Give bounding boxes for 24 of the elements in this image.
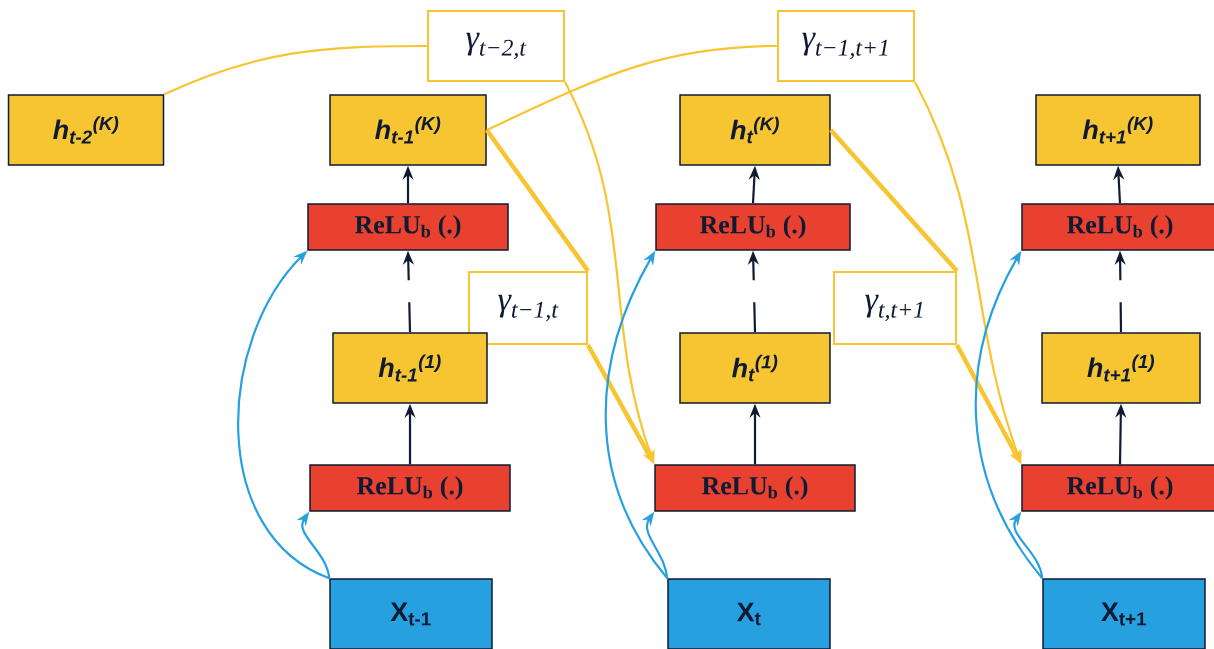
hidden-state-box: h$_{t+1}$(K) (1035, 94, 1201, 166)
hidden-state-box: h$_{t-1}$(1) (332, 332, 488, 404)
weight-label-box: γ$_{t−1,t}$ (468, 271, 588, 345)
hidden-state-box: h$_{t+1}$(1) (1041, 332, 1201, 404)
input-box: X$_{t+1}$ (1042, 578, 1206, 649)
relu-box: ReLU$_{b}$ (.) (654, 464, 856, 512)
relu-box: ReLU$_{b}$ (.) (309, 464, 511, 512)
connector-line (486, 44, 778, 131)
relu-box: ReLU$_{b}$ (.) (307, 203, 509, 251)
input-box: X$_{t-1}$ (329, 578, 493, 649)
weight-label-box: γ$_{t,t+1}$ (833, 271, 957, 345)
connector-line (163, 44, 427, 96)
relu-box: ReLU$_{b}$ (.) (1021, 464, 1214, 512)
hidden-state-box: h$_{t}$(1) (679, 332, 831, 404)
weight-label-box: γ$_{t−1,t+1}$ (777, 10, 915, 82)
weight-label-box: γ$_{t−2,t}$ (427, 10, 565, 82)
hidden-state-box: h$_{t-1}$(K) (329, 94, 487, 166)
relu-box: ReLU$_{b}$ (.) (1021, 203, 1214, 251)
hidden-state-box: h$_{t}$(K) (679, 94, 831, 166)
connector-line (829, 128, 959, 273)
relu-box: ReLU$_{b}$ (.) (655, 203, 851, 251)
connector-line (484, 128, 590, 273)
hidden-state-box: h$_{t-2}$(K) (7, 94, 165, 166)
input-box: X$_{t}$ (667, 578, 831, 649)
